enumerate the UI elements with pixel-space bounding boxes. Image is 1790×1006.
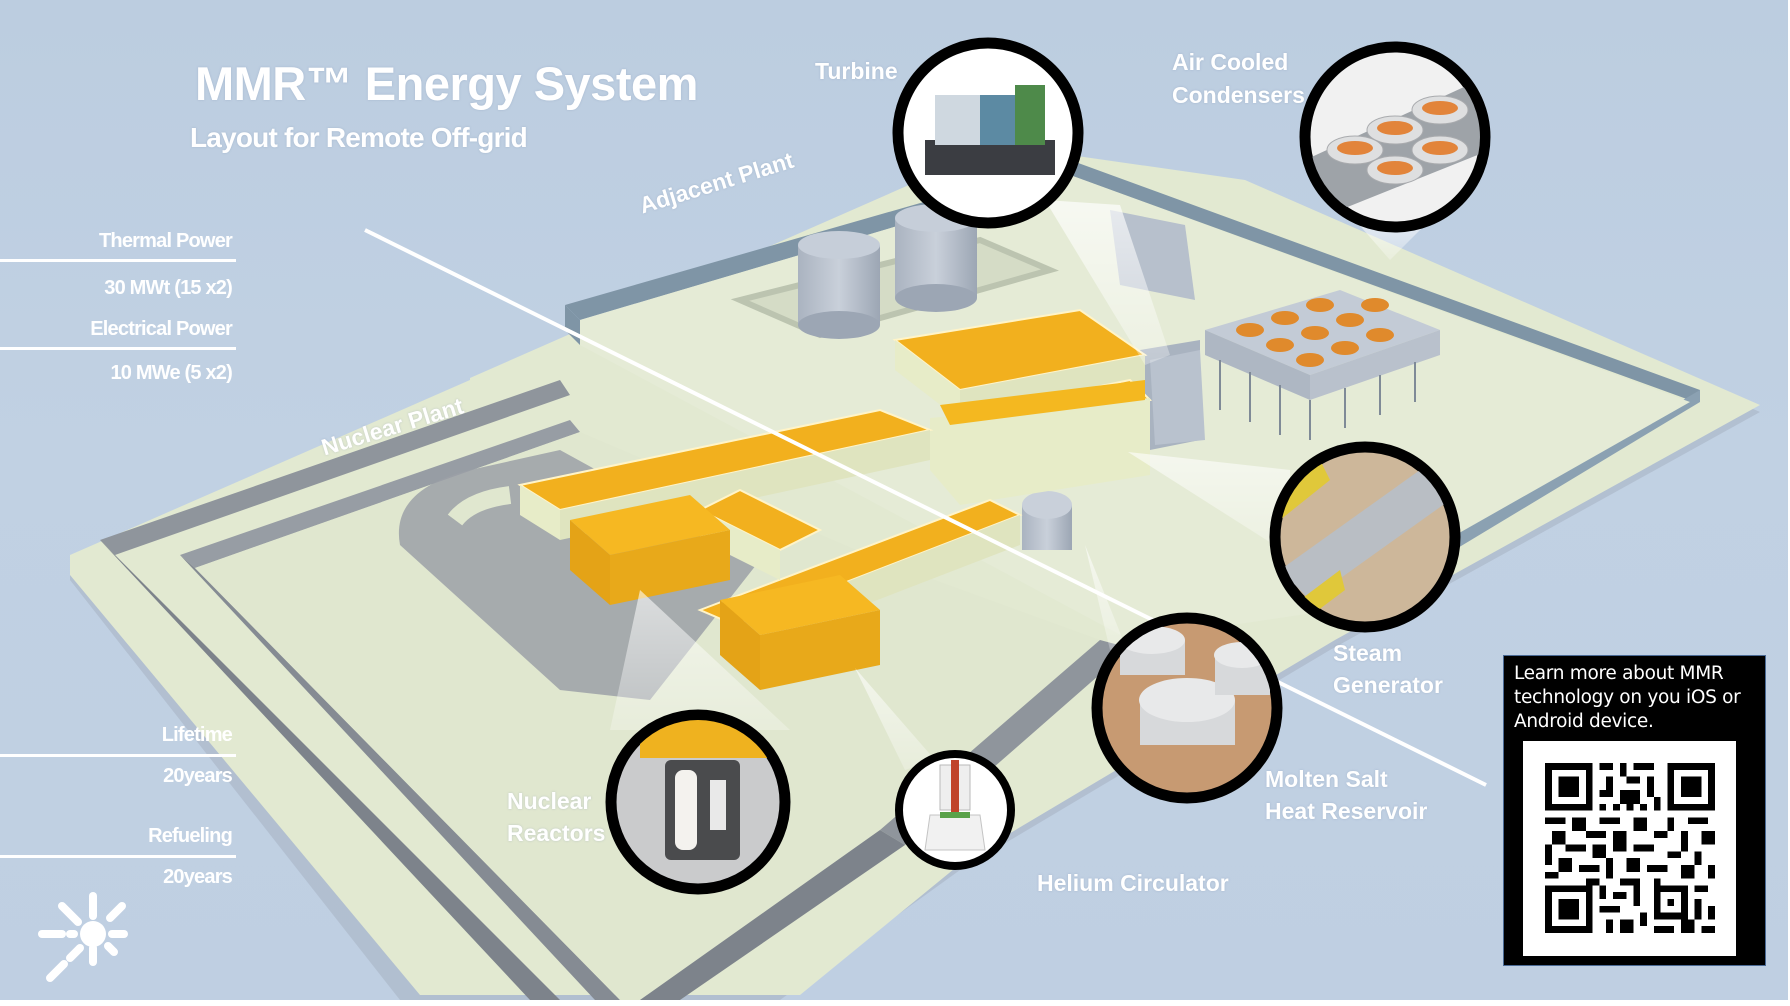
qr-panel: Learn more about MMR technology on you i… — [1503, 655, 1766, 966]
air-cooled-condenser-array — [1205, 290, 1440, 440]
spec-label-electrical-power: Electrical Power — [90, 318, 233, 340]
qr-code-icon[interactable] — [1523, 741, 1736, 956]
spec-value-refueling: 20years — [163, 866, 233, 888]
spec-label-thermal-power: Thermal Power — [99, 230, 233, 252]
spec-divider — [0, 754, 236, 757]
reactor-building-2 — [720, 575, 880, 690]
page-title: MMR™ Energy System — [195, 57, 698, 110]
turbine-callout-circle — [892, 37, 1084, 229]
helium-circulator-callout-circle — [895, 750, 1015, 870]
plant-divider-line — [364, 228, 1487, 787]
steam-generator-callout-circle — [1269, 441, 1461, 633]
air-cooled-condensers-callout-circle — [1299, 41, 1491, 233]
callout-beams — [610, 200, 1430, 770]
callout-label-generator: Generator — [1333, 672, 1443, 698]
spec-value-electrical-power: 10 MWe (5 x2) — [110, 362, 232, 384]
storage-tanks — [798, 204, 1072, 550]
spec-value-thermal-power: 30 MWt (15 x2) — [104, 277, 233, 299]
callout-label-steam: Steam — [1333, 640, 1403, 666]
callout-label-nuclear: Nuclear — [507, 788, 592, 814]
nuclear-reactor-callout-circle — [605, 709, 791, 895]
spec-label-refueling: Refueling — [148, 825, 233, 847]
spec-label-lifetime: Lifetime — [161, 724, 233, 746]
reactor-building-1 — [570, 495, 730, 605]
callout-label-turbine: Turbine — [815, 58, 898, 84]
callout-label-molten-salt: Molten Salt — [1265, 766, 1388, 792]
spec-divider — [0, 855, 236, 858]
callout-label-reactors: Reactors — [507, 820, 606, 846]
qr-panel-text: Learn more about MMR technology on you i… — [1514, 663, 1741, 732]
spec-divider — [0, 347, 236, 350]
spec-value-lifetime: 20years — [163, 765, 233, 787]
page-subtitle: Layout for Remote Off-grid — [190, 122, 528, 153]
callout-label-helium-circulator: Helium Circulator — [1037, 870, 1229, 896]
molten-salt-callout-circle — [1091, 612, 1283, 804]
spec-divider — [0, 259, 236, 262]
callout-label-air-cooled: Air Cooled — [1172, 49, 1289, 75]
callout-label-condensers: Condensers — [1172, 82, 1305, 108]
callout-label-heat-reservoir: Heat Reservoir — [1265, 798, 1428, 824]
sunburst-logo-icon — [38, 892, 128, 982]
